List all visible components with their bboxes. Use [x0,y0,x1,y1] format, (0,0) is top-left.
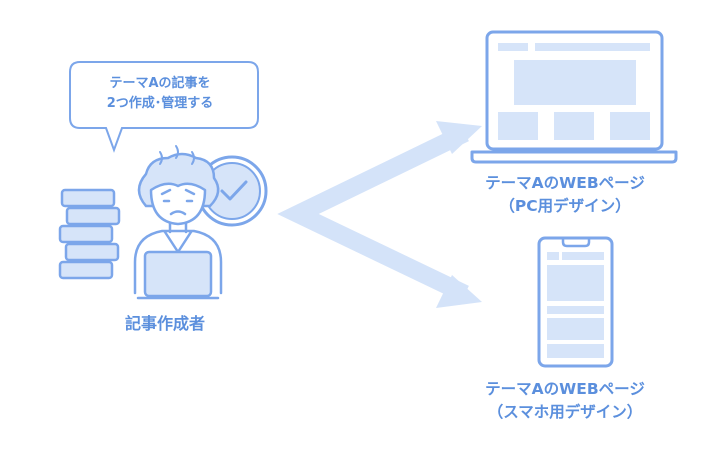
author-label: 記事作成者 [90,312,240,335]
sp-page-label: テーマAのWEBページ （スマホ用デザイン） [465,378,665,424]
pc-page-label: テーマAのWEBページ （PC用デザイン） [465,172,665,218]
speech-bubble-line2: 2つ作成･管理する [106,96,214,111]
arrow-head-up [436,121,482,154]
document-stack-icon [58,188,121,280]
pc-laptop-icon [470,30,678,164]
speech-bubble [69,61,259,153]
pc-page-label-line2: （PC用デザイン） [499,197,631,215]
arrow-lines [277,124,469,303]
sp-page-label-line2: （スマホ用デザイン） [487,403,643,421]
smartphone-icon [537,236,614,368]
speech-bubble-line1: テーマAの記事を [109,76,211,91]
pc-page-label-line1: テーマAのWEBページ [485,174,645,192]
author-label-text: 記事作成者 [124,314,205,333]
sp-page-label-line1: テーマAのWEBページ [485,380,645,398]
arrows [277,121,482,308]
arrow-head-down [436,275,482,308]
speech-bubble-text: テーマAの記事を 2つ作成･管理する [72,74,248,114]
author-person-icon [133,145,223,300]
